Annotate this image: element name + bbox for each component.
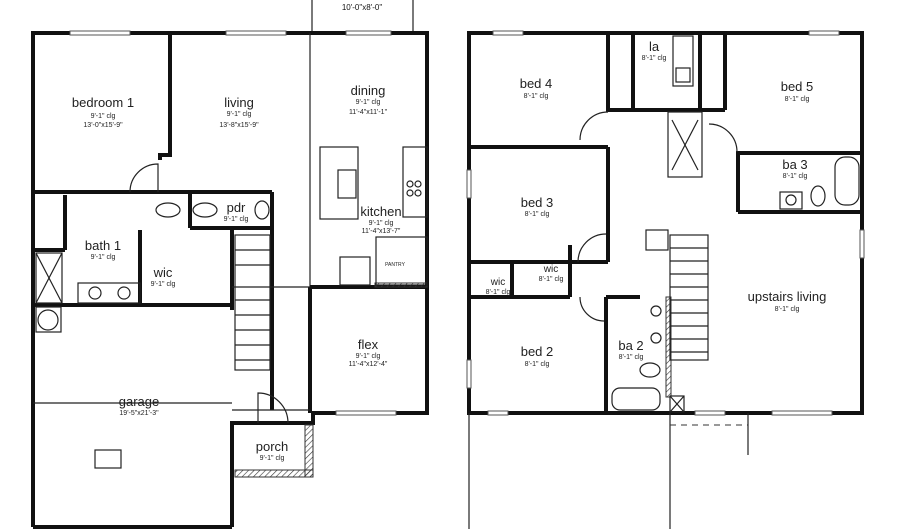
door bbox=[579, 296, 605, 322]
window bbox=[345, 30, 392, 36]
room-ceiling: 9'-1" clg bbox=[91, 254, 116, 261]
window bbox=[694, 410, 726, 416]
room-name: dining bbox=[351, 83, 386, 98]
kitchen-island bbox=[319, 146, 359, 220]
room-ceiling: 9'-1" clg bbox=[227, 111, 252, 118]
room-ceiling: 9'-1" clg bbox=[369, 220, 394, 227]
room-name: bed 2 bbox=[521, 344, 554, 359]
door bbox=[129, 163, 159, 193]
room-ceiling: 9'-1" clg bbox=[260, 455, 285, 462]
room-name: wic bbox=[543, 264, 558, 275]
room-dims: 11'-4"x13'-7" bbox=[362, 228, 401, 235]
water-heater bbox=[37, 309, 59, 331]
room-dims: 13'-0"x15'-9" bbox=[83, 122, 123, 129]
toilet bbox=[192, 202, 218, 218]
room-dims: 13'-8"x15'-9" bbox=[219, 122, 259, 129]
room-ceiling: 9'-1" clg bbox=[356, 99, 381, 106]
window bbox=[487, 410, 509, 416]
room-name: la bbox=[649, 39, 660, 54]
room-ceiling: 9'-1" clg bbox=[91, 113, 116, 120]
room-name: wic bbox=[490, 277, 505, 288]
stairs bbox=[645, 229, 709, 361]
room-name: porch bbox=[256, 439, 289, 454]
window bbox=[466, 169, 472, 199]
room-name: flex bbox=[358, 337, 379, 352]
room-name: ba 2 bbox=[618, 338, 643, 353]
room-ceiling: 8'-1" clg bbox=[524, 93, 549, 100]
room-name: bed 3 bbox=[521, 195, 554, 210]
window bbox=[859, 229, 865, 259]
stairs bbox=[234, 234, 271, 371]
room-dims: 19'-5"x21'-3" bbox=[119, 410, 159, 417]
room-name: ba 3 bbox=[782, 157, 807, 172]
first-floor-plan: 10'-0"x8'-0" bbox=[31, 0, 429, 529]
room-ceiling: 8'-1" clg bbox=[775, 306, 800, 313]
room-ceiling: 8'-1" clg bbox=[785, 96, 810, 103]
room-name: upstairs living bbox=[748, 289, 827, 304]
patio: 10'-0"x8'-0" bbox=[311, 0, 414, 33]
window bbox=[492, 30, 524, 36]
window bbox=[335, 410, 397, 416]
room-ceiling: 9'-1" clg bbox=[151, 281, 176, 288]
room-ceiling: 8'-1" clg bbox=[525, 361, 550, 368]
toilet bbox=[155, 202, 181, 218]
window bbox=[771, 410, 833, 416]
room-name: bed 4 bbox=[520, 76, 553, 91]
door bbox=[257, 392, 289, 424]
room-ceiling: 8'-1" clg bbox=[619, 354, 644, 361]
room-name: pdr bbox=[227, 200, 246, 215]
porch-rail bbox=[304, 424, 314, 478]
room-name: garage bbox=[119, 394, 159, 409]
bathtub bbox=[834, 156, 860, 206]
toilet bbox=[639, 362, 661, 378]
patio-dims: 10'-0"x8'-0" bbox=[342, 3, 382, 12]
pantry-label: PANTRY bbox=[385, 262, 405, 268]
room-name: bedroom 1 bbox=[72, 95, 134, 110]
bathtub bbox=[611, 387, 661, 411]
door bbox=[577, 233, 607, 263]
room-ceiling: 8'-1" clg bbox=[642, 55, 667, 62]
room-name: bed 5 bbox=[781, 79, 814, 94]
window bbox=[69, 30, 131, 36]
room-dims: 11'-4"x12'-4" bbox=[349, 361, 388, 368]
room-name: wic bbox=[153, 265, 173, 280]
door bbox=[708, 123, 738, 153]
room-ceiling: 8'-1" clg bbox=[486, 289, 511, 296]
room-dims: 11'-4"x11'-1" bbox=[349, 109, 388, 116]
sink bbox=[254, 200, 270, 220]
window bbox=[225, 30, 287, 36]
room-ceiling: 9'-1" clg bbox=[224, 216, 249, 223]
room-name: kitchen bbox=[360, 204, 401, 219]
toilet bbox=[810, 185, 826, 207]
second-floor-plan: bed 4 8'-1" clg la 8'-1" clg bed 5 8'-1"… bbox=[466, 30, 865, 529]
window bbox=[466, 359, 472, 389]
door bbox=[579, 111, 609, 141]
window bbox=[808, 30, 840, 36]
room-ceiling: 8'-1" clg bbox=[525, 211, 550, 218]
room-name: bath 1 bbox=[85, 238, 121, 253]
garage-attic-hatch bbox=[94, 449, 122, 469]
exterior-wall bbox=[467, 31, 864, 415]
room-ceiling: 8'-1" clg bbox=[539, 276, 564, 283]
room-ceiling: 9'-1" clg bbox=[356, 353, 381, 360]
room-ceiling: 8'-1" clg bbox=[783, 173, 808, 180]
room-name: living bbox=[224, 95, 254, 110]
